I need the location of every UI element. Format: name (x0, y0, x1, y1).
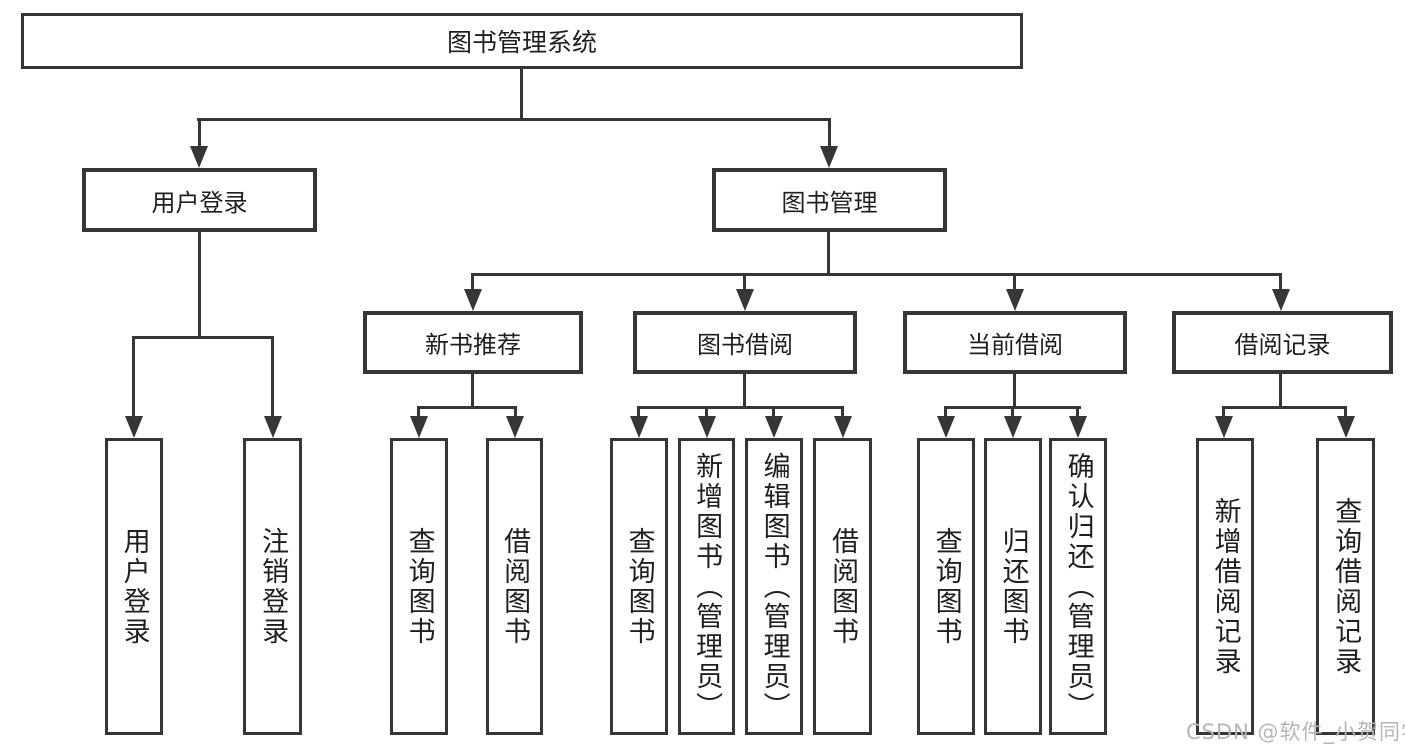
node-label: 借阅图书 (827, 526, 859, 647)
arrow-down-icon (834, 416, 852, 438)
arrow-down-icon (1006, 289, 1024, 311)
node-label: 新增借阅记录 (1209, 496, 1241, 677)
connector-arrow-line (1076, 406, 1079, 416)
node-label: 确认归还（管理员） (1062, 451, 1094, 722)
arrow-down-icon (125, 416, 143, 438)
node-current-borrowing: 当前借阅 (903, 311, 1127, 374)
connector-arrow-line (705, 406, 708, 416)
connector-arrow-line (198, 118, 201, 146)
arrow-down-icon (1272, 289, 1290, 311)
connector-arrow-line (1344, 406, 1347, 416)
arrow-down-icon (190, 146, 208, 168)
connector-arrow-line (1222, 406, 1225, 416)
arrow-down-icon (1069, 416, 1087, 438)
connector-root-stem (520, 69, 523, 118)
arrow-down-icon (464, 289, 482, 311)
arrow-down-icon (506, 416, 524, 438)
arrow-down-icon (630, 416, 648, 438)
node-label: 查询图书 (403, 526, 435, 647)
node-book-borrowing: 图书借阅 (633, 311, 857, 374)
node-borrowing-records: 借阅记录 (1172, 311, 1393, 374)
connector-arrow-line (637, 406, 640, 416)
connector-arrow-line (132, 336, 135, 416)
connector-arrow-line (743, 273, 746, 289)
connector-recommend-stem (471, 374, 474, 406)
connector-arrow-line (1013, 273, 1016, 289)
arrow-down-icon (765, 416, 783, 438)
arrow-down-icon (410, 416, 428, 438)
arrow-down-icon (820, 146, 838, 168)
node-label: 查询图书 (623, 526, 655, 647)
leaf-borrow-books-recommend: 借阅图书 (486, 438, 543, 735)
node-label: 图书借阅 (697, 331, 793, 359)
arrow-down-icon (937, 416, 955, 438)
connector-user-login-stem (198, 232, 201, 336)
arrow-down-icon (1337, 416, 1355, 438)
connector-book-mgmt-stem (827, 232, 830, 273)
connector-records-branch (1222, 406, 1347, 409)
node-label: 图书管理 (781, 188, 878, 217)
node-user-login: 用户登录 (82, 168, 317, 232)
leaf-query-books-recommend: 查询图书 (390, 438, 448, 735)
node-label: 新增图书（管理员） (691, 451, 723, 722)
leaf-edit-books-admin: 编辑图书（管理员） (745, 438, 803, 735)
connector-arrow-line (841, 406, 844, 416)
node-label: 借阅图书 (499, 526, 531, 647)
node-label: 当前借阅 (967, 331, 1063, 359)
connector-arrow-line (471, 273, 474, 289)
arrow-down-icon (1004, 416, 1022, 438)
connector-arrow-line (271, 336, 274, 416)
csdn-watermark: CSDN @软件_小贺同学 (1186, 720, 1405, 744)
node-label: 用户登录 (118, 526, 150, 647)
arrow-down-icon (698, 416, 716, 438)
connector-recommend-branch (417, 406, 517, 409)
arrow-down-icon (264, 416, 282, 438)
node-label: 图书管理系统 (446, 28, 597, 57)
node-label: 归还图书 (997, 526, 1029, 647)
connector-arrow-line (772, 406, 775, 416)
node-label: 用户登录 (151, 188, 248, 217)
leaf-add-borrow-record: 新增借阅记录 (1196, 438, 1254, 735)
node-label: 借阅记录 (1234, 331, 1331, 359)
leaf-add-books-admin: 新增图书（管理员） (678, 438, 735, 735)
leaf-return-books: 归还图书 (984, 438, 1042, 735)
leaf-logout: 注销登录 (243, 438, 302, 735)
leaf-query-books-current: 查询图书 (917, 438, 975, 735)
connector-arrow-line (1011, 406, 1014, 416)
leaf-query-borrow-record: 查询借阅记录 (1316, 438, 1375, 735)
connector-records-stem (1279, 374, 1282, 406)
connector-user-login-branch (132, 336, 274, 339)
connector-arrow-line (944, 406, 947, 416)
node-new-book-recommendation: 新书推荐 (363, 311, 583, 374)
node-label: 查询借阅记录 (1330, 496, 1362, 677)
connector-arrow-line (828, 118, 831, 146)
connector-borrowing-branch (637, 406, 844, 409)
node-label: 编辑图书（管理员） (758, 451, 790, 722)
leaf-user-login: 用户登录 (105, 438, 163, 735)
node-label: 查询图书 (930, 526, 962, 647)
arrow-down-icon (1215, 416, 1233, 438)
leaf-confirm-return-admin: 确认归还（管理员） (1049, 438, 1107, 735)
connector-arrow-line (1279, 273, 1282, 289)
connector-level3-branch (471, 273, 1282, 276)
leaf-borrow-books: 借阅图书 (813, 438, 872, 735)
connector-level2-branch (197, 118, 831, 121)
connector-arrow-line (514, 406, 517, 416)
connector-current-stem (1013, 374, 1016, 406)
leaf-query-books-borrow: 查询图书 (610, 438, 668, 735)
connector-borrowing-stem (743, 374, 746, 406)
node-library-management-system: 图书管理系统 (21, 13, 1023, 69)
arrow-down-icon (736, 289, 754, 311)
node-label: 注销登录 (257, 526, 289, 647)
connector-arrow-line (417, 406, 420, 416)
node-label: 新书推荐 (425, 331, 521, 359)
node-book-management: 图书管理 (712, 168, 947, 232)
